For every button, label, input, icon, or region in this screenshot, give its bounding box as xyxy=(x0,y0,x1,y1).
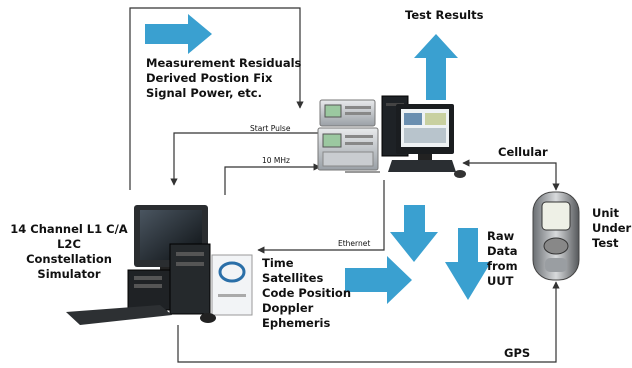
gps-label: GPS xyxy=(504,346,531,360)
unit-line-2: Under xyxy=(592,221,632,235)
nav-data-line-5: Ephemeris xyxy=(262,316,331,330)
nav-data-arrow-icon xyxy=(345,256,412,304)
cellular-label: Cellular xyxy=(498,145,548,159)
simulator-line-3: Constellation xyxy=(26,252,112,266)
ten-mhz-line xyxy=(224,163,321,195)
measurement-label: Measurement Residuals Derived Postion Fi… xyxy=(146,56,301,101)
top-feedback-line xyxy=(129,7,304,190)
raw-data-line-3: from xyxy=(487,259,518,273)
unit-line-1: Unit xyxy=(592,206,619,220)
unit-line-3: Test xyxy=(592,236,619,250)
raw-data-line-4: UUT xyxy=(487,274,514,288)
simulator-line-4: Simulator xyxy=(37,267,101,281)
measurement-line-2: Derived Postion Fix xyxy=(146,71,273,85)
test-results-arrow-icon xyxy=(414,34,458,100)
start-pulse-line xyxy=(170,132,322,186)
station-down-arrow-icon xyxy=(390,205,438,262)
measurement-arrow-icon xyxy=(145,14,212,54)
test-results-label: Test Results xyxy=(405,8,484,22)
nav-data-line-3: Code Position xyxy=(262,286,352,300)
raw-data-line-1: Raw xyxy=(487,229,515,243)
raw-data-down-arrow-icon xyxy=(445,228,491,300)
simulator-line-2: L2C xyxy=(57,237,81,251)
ethernet-line xyxy=(257,180,385,254)
measurement-line-3: Signal Power, etc. xyxy=(146,86,262,100)
measurement-line-1: Measurement Residuals xyxy=(146,56,302,70)
ethernet-label: Ethernet xyxy=(338,239,371,248)
raw-data-line-2: Data xyxy=(487,244,518,258)
test-station-icon xyxy=(317,95,466,178)
nav-data-label: Time Satellites Code Position Doppler Ep… xyxy=(262,256,351,331)
unit-under-test-label: Unit Under Test xyxy=(592,206,631,251)
ten-mhz-label: 10 MHz xyxy=(262,156,290,165)
start-pulse-label: Start Pulse xyxy=(250,124,291,133)
nav-data-line-4: Doppler xyxy=(262,301,314,315)
simulator-line-1: 14 Channel L1 C/A xyxy=(10,222,128,236)
simulator-computer-icon xyxy=(66,205,253,325)
nav-data-line-1: Time xyxy=(262,256,294,270)
connection-lines xyxy=(129,7,560,363)
nav-data-line-2: Satellites xyxy=(262,271,324,285)
raw-data-label: Raw Data from UUT xyxy=(487,229,518,289)
cellular-line xyxy=(462,159,560,191)
gps-line xyxy=(177,281,560,363)
simulator-label: 14 Channel L1 C/A L2C Constellation Simu… xyxy=(8,222,130,282)
blue-arrows xyxy=(145,14,491,304)
cell-phone-icon xyxy=(532,191,580,281)
